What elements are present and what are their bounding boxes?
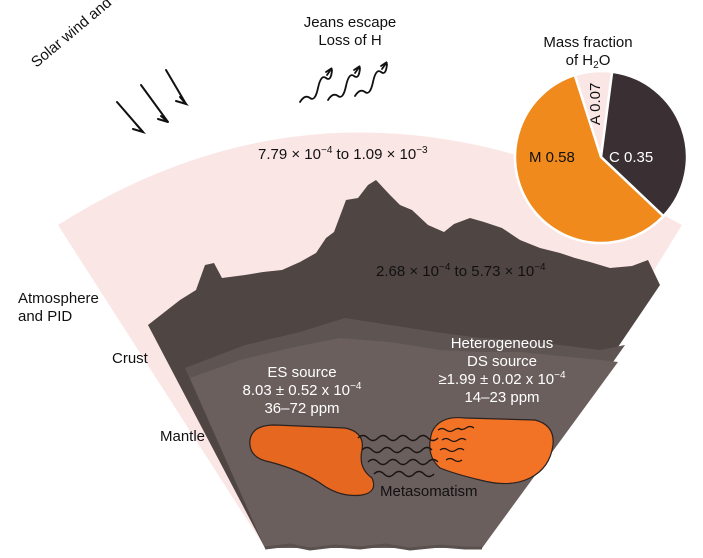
pie-slice-mantle: [513, 73, 666, 245]
es-source-blob: [249, 424, 375, 497]
jeans-escape-arrows: [299, 61, 388, 103]
pie-slice-crust: [599, 70, 689, 218]
mantle-label: Mantle: [160, 428, 206, 445]
atmosphere-value: 7.79 × 10−4 to 1.09 × 10−3: [258, 145, 428, 164]
mantle-base-edge: [264, 543, 482, 551]
ds-source-label: Heterogeneous DS source ≥1.99 ± 0.02 x 1…: [438, 335, 566, 406]
ds-source-blob: [429, 416, 554, 485]
metasomatism-label: Metasomatism: [380, 483, 478, 500]
pie-label-crust: C 0.35: [609, 149, 653, 166]
ds-veins: [437, 425, 475, 463]
solar-wind-arrows: [116, 69, 189, 134]
atmosphere-pid-label: Atmosphere and PID: [18, 290, 99, 325]
crust-label: Crust: [112, 350, 148, 367]
mass-fraction-title: Mass fraction of H2O: [543, 34, 633, 71]
pie-label-atmosphere: A 0.07: [587, 83, 604, 126]
mass-fraction-pie: A 0.07 C 0.35 M 0.58: [513, 69, 689, 245]
pie-label-mantle: M 0.58: [529, 149, 575, 166]
crust-value: 2.68 × 10−4 to 5.73 × 10−4: [376, 262, 546, 281]
jeans-escape-label: Jeans escape Loss of H: [303, 14, 397, 49]
es-source-label: ES source 8.03 ± 0.52 x 10−4 36–72 ppm: [242, 364, 362, 417]
metasomatism-veins: [357, 434, 439, 478]
mantle-layer: [190, 338, 618, 548]
